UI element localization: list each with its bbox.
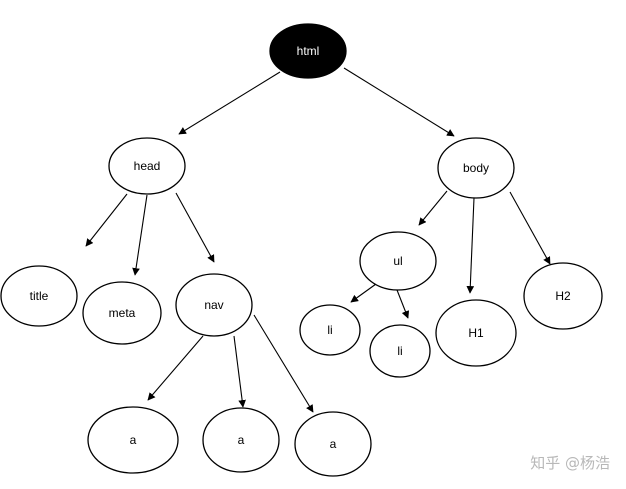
edge-head-to-nav xyxy=(175,192,215,263)
node-a3: a xyxy=(294,411,372,477)
node-li1: li xyxy=(299,304,361,356)
node-html: html xyxy=(269,23,347,79)
node-h1: H1 xyxy=(435,299,517,367)
node-label-h2: H2 xyxy=(555,289,571,303)
node-ellipse-li1 xyxy=(299,304,361,356)
node-ellipse-h2 xyxy=(523,262,603,330)
node-ellipse-a2 xyxy=(202,407,280,473)
edges xyxy=(85,67,551,413)
node-ul: ul xyxy=(359,231,437,291)
node-ellipse-head xyxy=(108,137,186,195)
node-label-ul: ul xyxy=(393,254,402,268)
edge-ul-to-li2 xyxy=(396,289,410,319)
node-meta: meta xyxy=(82,281,162,345)
node-ellipse-a1 xyxy=(87,406,179,474)
edge-body-to-h2 xyxy=(509,191,551,265)
node-label-li2: li xyxy=(397,344,402,358)
node-a1: a xyxy=(87,406,179,474)
edge-head-to-title xyxy=(85,193,128,247)
node-label-a1: a xyxy=(130,433,137,447)
node-ellipse-a3 xyxy=(294,411,372,477)
node-nav: nav xyxy=(175,273,253,337)
node-li2: li xyxy=(369,324,431,378)
node-label-head: head xyxy=(134,159,161,173)
node-ellipse-meta xyxy=(82,281,162,345)
node-label-a3: a xyxy=(330,437,337,451)
edge-ul-to-li1 xyxy=(350,283,377,303)
edge-head-to-meta xyxy=(132,194,148,276)
node-ellipse-nav xyxy=(175,273,253,337)
node-label-meta: meta xyxy=(109,306,136,320)
edge-body-to-ul xyxy=(418,190,448,226)
edge-nav-to-a1 xyxy=(147,335,204,401)
node-ellipse-html xyxy=(269,23,347,79)
watermark-text: 知乎 @杨浩 xyxy=(530,454,610,472)
node-body: body xyxy=(437,137,515,199)
node-label-li1: li xyxy=(327,323,332,337)
node-head: head xyxy=(108,137,186,195)
node-ellipse-ul xyxy=(359,231,437,291)
node-ellipse-body xyxy=(437,137,515,199)
edge-body-to-h1 xyxy=(466,197,475,294)
edge-nav-to-a3 xyxy=(253,314,314,413)
edge-html-to-body xyxy=(343,67,455,137)
node-h2: H2 xyxy=(523,262,603,330)
node-title: title xyxy=(0,265,78,327)
node-ellipse-h1 xyxy=(435,299,517,367)
node-label-title: title xyxy=(30,289,49,303)
node-label-h1: H1 xyxy=(468,326,484,340)
edge-html-to-head xyxy=(178,71,281,135)
node-label-nav: nav xyxy=(204,298,223,312)
edge-nav-to-a2 xyxy=(233,335,246,408)
node-ellipse-title xyxy=(0,265,78,327)
node-label-html: html xyxy=(297,44,320,58)
node-label-body: body xyxy=(463,161,489,175)
node-label-a2: a xyxy=(238,433,245,447)
node-ellipse-li2 xyxy=(369,324,431,378)
node-a2: a xyxy=(202,407,280,473)
